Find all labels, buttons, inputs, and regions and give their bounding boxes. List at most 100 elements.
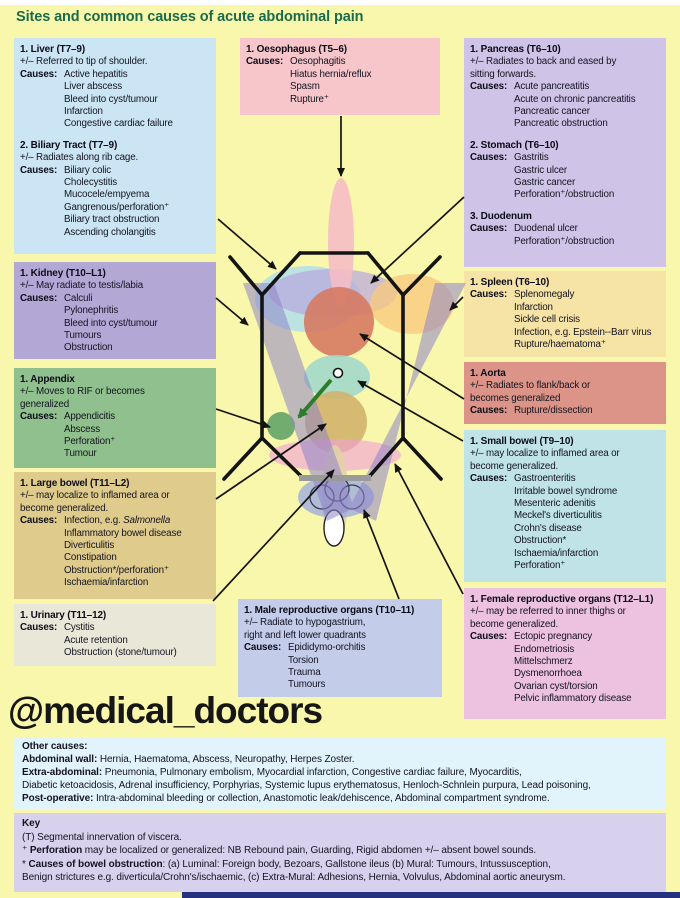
cause-item: Perforation⁺/obstruction: [514, 235, 615, 247]
cause-item: Ectopic pregnancy: [514, 631, 593, 643]
arrow-urinary: [212, 469, 335, 602]
kidney-bands: [243, 283, 466, 521]
cause-item: Pylonephritis: [64, 305, 119, 317]
cause-item: Obstruction: [64, 342, 113, 354]
footer-line: ⁺ Perforation may be localized or genera…: [22, 845, 537, 857]
causes-label: Causes:: [470, 152, 508, 164]
organ-entry-title: 1. Kidney (T10–L1): [20, 268, 106, 279]
cause-item: Endometriosis: [514, 643, 575, 655]
organ-entry: 1. Male reproductive organs (T10–11)+/– …: [244, 605, 436, 692]
causes-row: Causes:Rupture/dissection: [470, 405, 660, 417]
causes-label: Causes:: [20, 292, 58, 304]
organ-entry-title: 1. Male reproductive organs (T10–11): [244, 605, 415, 616]
cause-item: Gastric ulcer: [514, 164, 568, 176]
cause-item: Hiatus hernia/reflux: [290, 68, 372, 80]
oesophagus-shape: [328, 178, 354, 306]
cause-item: Obstruction*: [514, 535, 567, 547]
footer-line: * Causes of bowel obstruction: (a) Lumin…: [22, 858, 551, 870]
footer-line: Other causes:: [22, 741, 88, 752]
causes-label: Causes:: [470, 81, 508, 93]
organ-entry-title: 1. Spleen (T6–10): [470, 277, 550, 288]
footer-line: (T) Segmental innervation of viscera.: [22, 831, 182, 843]
organ-entry-note: +/– may localize to inflamed area or: [470, 448, 620, 460]
organ-entry-note: +/– Radiates along rib cage.: [20, 152, 139, 164]
organ-entry-note: +/– Referred to tip of shoulder.: [20, 56, 148, 68]
cause-item: Infection, e.g. Salmonella: [64, 515, 171, 527]
footer-line: Diabetic ketoacidosis, Adrenal insuffici…: [22, 779, 591, 791]
cause-item: Acute retention: [64, 634, 128, 646]
organ-entry-note: +/– May radiate to testis/labia: [20, 280, 144, 292]
watermark-handle: @medical_doctors: [8, 690, 323, 731]
causes-label: Causes:: [20, 68, 58, 80]
organ-entry: 2. Biliary Tract (T7–9)+/– Radiates alon…: [20, 140, 210, 239]
organ-entry-title: 1. Large bowel (T11–L2): [20, 478, 130, 489]
organ-entry-note: +/– Radiates to back and eased by: [470, 56, 617, 68]
cause-item: Pancreatic cancer: [514, 106, 590, 118]
organ-entry-note: generalized: [20, 398, 70, 410]
organ-entry-title: 1. Small bowel (T9–10): [470, 436, 574, 447]
cause-item: Gastritis: [514, 152, 549, 164]
cause-item: Oesophagitis: [290, 56, 346, 68]
umbilicus-dot: [332, 367, 344, 379]
kidney-band-left: [243, 283, 354, 521]
cause-item: Cystitis: [64, 622, 95, 634]
arrow-pancreas: [370, 196, 465, 284]
cause-item: Tumour: [64, 448, 97, 460]
cause-item: Infarction: [64, 106, 103, 118]
cause-item: Infection, e.g. Epstein--Barr virus: [514, 326, 652, 338]
cause-item: Obstruction*/perforation⁺: [64, 564, 169, 576]
spleen-shape: [370, 274, 454, 334]
midline-shape: [322, 445, 348, 545]
cause-item: Rupture/dissection: [514, 405, 593, 417]
cause-item: Bleed into cyst/tumour: [64, 93, 158, 105]
cause-item: Dysmenorrhoea: [514, 668, 582, 680]
organ-entry-title: 1. Oesophagus (T5–6): [246, 44, 347, 55]
kidney-box: 1. Kidney (T10–L1)+/– May radiate to tes…: [14, 262, 216, 359]
arrow-kidney: [215, 297, 249, 326]
footer-line: Extra-abdominal: Pneumonia, Pulmonary em…: [22, 766, 522, 778]
cause-item: Pelvic inflammatory disease: [514, 693, 632, 705]
cause-item: Perforation⁺: [64, 436, 116, 448]
cause-item: Gangrenous/perforation⁺: [64, 201, 170, 213]
organ-entry: 1. Large bowel (T11–L2)+/– may localize …: [20, 478, 210, 590]
organ-entry-title: 1. Aorta: [470, 368, 506, 379]
large-bowel-shape: [305, 391, 367, 453]
organ-entry-note: +/– Radiates to flank/back or: [470, 380, 591, 392]
pain-migration-arrow: [297, 378, 333, 419]
footer-line: Key: [22, 818, 41, 829]
organ-entry-title: 1. Urinary (T11–12): [20, 610, 107, 621]
cause-item: Ovarian cyst/torsion: [514, 680, 598, 692]
cause-item: Gastroenteritis: [514, 473, 576, 485]
organ-entry-note: +/– may be referred to inner thighs or: [470, 606, 626, 618]
cause-item: Ischaemia/infarction: [514, 547, 599, 559]
cause-item: Diverticulitis: [64, 540, 115, 552]
cause-item: Mesenteric adenitis: [514, 498, 596, 510]
cause-item: Sickle cell crisis: [514, 314, 580, 326]
causes-label: Causes:: [470, 223, 508, 235]
cause-item: Torsion: [288, 654, 319, 666]
cause-item: Active hepatitis: [64, 68, 128, 80]
organ-entry-note: right and left lower quadrants: [244, 629, 366, 641]
cause-item: Ischaemia/infarction: [64, 577, 149, 589]
cause-item: Duodenal ulcer: [514, 223, 578, 235]
cause-item: Bleed into cyst/tumour: [64, 317, 158, 329]
cause-item: Acute pancreatitis: [514, 81, 590, 93]
pelvic-bar: [299, 475, 371, 481]
